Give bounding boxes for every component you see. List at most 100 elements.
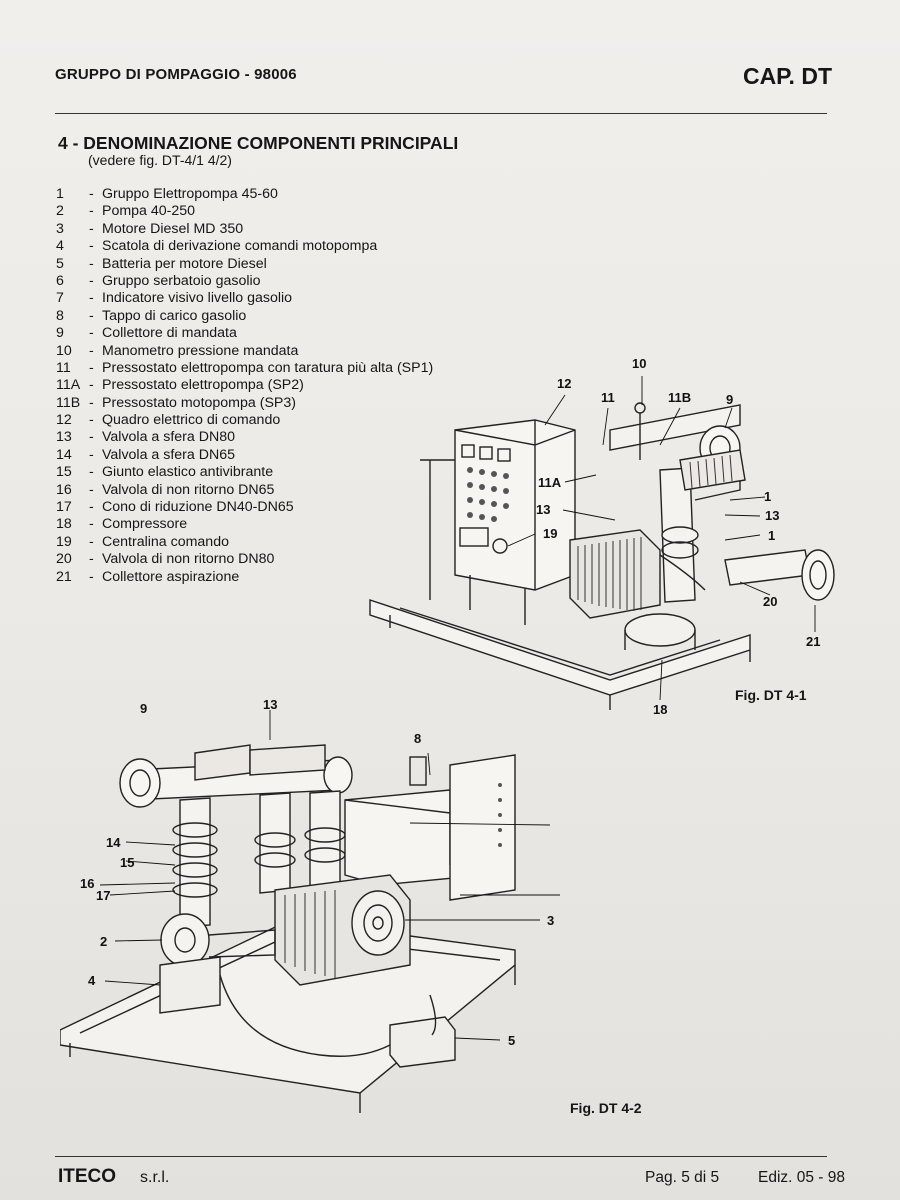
list-item: 11B-Pressostato motopompa (SP3) — [56, 395, 433, 412]
item-number: 13 — [56, 429, 72, 446]
item-label: Pompa 40-250 — [102, 203, 196, 220]
item-label: Manometro pressione mandata — [102, 342, 299, 359]
item-label: Indicatore visivo livello gasolio — [102, 290, 293, 307]
junction-box — [159, 956, 221, 1014]
item-dash: - — [89, 499, 94, 516]
item-number: 14 — [56, 446, 72, 463]
item-dash: - — [89, 255, 94, 272]
suction-pipe — [724, 549, 811, 586]
item-label: Motore Diesel MD 350 — [102, 220, 244, 237]
section-title: 4 - DENOMINAZIONE COMPONENTI PRINCIPALI — [58, 133, 459, 153]
component-list: 1-Gruppo Elettropompa 45-60 2-Pompa 40-2… — [56, 186, 433, 586]
item-dash: - — [89, 238, 94, 255]
edition-label: Ediz. 05 - 98 — [758, 1169, 846, 1186]
callout-19: 19 — [543, 526, 557, 541]
item-dash: - — [89, 394, 94, 411]
item-number: 8 — [56, 307, 64, 324]
item-dash: - — [89, 446, 94, 463]
callout-2: 2 — [100, 934, 107, 949]
figure-caption-dt-4-1: Fig. DT 4-1 — [735, 687, 807, 703]
item-number: 9 — [56, 325, 64, 342]
callout-1: 1 — [764, 489, 771, 504]
item-dash: - — [89, 377, 94, 394]
header-title: GRUPPO DI POMPAGGIO - 98006 — [55, 66, 297, 83]
item-number: 21 — [56, 568, 72, 585]
list-item: 7 -Indicatore visivo livello gasolio — [56, 290, 433, 307]
callout-13: 13 — [536, 502, 550, 517]
item-label: Quadro elettrico di comando — [102, 412, 281, 429]
list-item: 20-Valvola di non ritorno DN80 — [56, 551, 433, 568]
list-item: 18-Compressore — [56, 516, 433, 533]
discharge-manifold — [609, 404, 741, 451]
item-dash: - — [89, 359, 94, 376]
item-dash: - — [89, 429, 94, 446]
item-number: 18 — [56, 516, 72, 533]
callout-11b: 11B — [668, 390, 691, 405]
list-item: 14-Valvola a sfera DN65 — [56, 447, 433, 464]
company-suffix: s.r.l. — [140, 1169, 170, 1186]
item-number: 1 — [56, 186, 64, 202]
list-item: 2 -Pompa 40-250 — [56, 203, 433, 220]
header-chapter: CAP. DT — [742, 63, 832, 89]
item-dash: - — [89, 203, 94, 220]
item-label: Pressostato elettropompa con taratura pi… — [102, 359, 434, 376]
callout-21: 21 — [806, 634, 820, 649]
item-number: 7 — [56, 290, 64, 307]
compressor — [624, 613, 696, 647]
item-label: Gruppo Elettropompa 45-60 — [102, 186, 278, 202]
header-rule — [55, 113, 827, 114]
item-number: 11 — [56, 359, 71, 376]
callout-1b: 1 — [768, 528, 775, 543]
item-dash: - — [89, 551, 94, 568]
callout-18: 18 — [653, 702, 667, 717]
item-dash: - — [89, 412, 94, 429]
item-label: Valvola a sfera DN65 — [102, 446, 236, 463]
list-item: 1-Gruppo Elettropompa 45-60 — [56, 186, 433, 203]
item-number: 6 — [56, 272, 64, 289]
item-number: 2 — [56, 203, 64, 220]
item-label: Valvola a sfera DN80 — [102, 429, 236, 446]
callout-10: 10 — [632, 356, 646, 371]
list-item: 15-Giunto elastico antivibrante — [56, 464, 433, 481]
callout-4: 4 — [88, 973, 96, 988]
item-label: Collettore di mandata — [102, 325, 237, 342]
list-item: 11A-Pressostato elettropompa (SP2) — [56, 377, 433, 394]
callout-8: 8 — [414, 731, 421, 746]
item-dash: - — [89, 272, 94, 289]
item-number: 5 — [56, 255, 64, 272]
list-item: 3-Motore Diesel MD 350 — [56, 221, 433, 238]
callout-11: 11 — [601, 390, 615, 405]
list-item: 5 -Batteria per motore Diesel — [56, 256, 433, 273]
page-number: Pag. 5 di 5 — [645, 1169, 720, 1186]
callout-16: 16 — [80, 876, 94, 891]
item-number: 10 — [56, 342, 72, 359]
item-dash: - — [89, 481, 94, 498]
item-label: Giunto elastico antivibrante — [102, 464, 274, 481]
list-item: 13-Valvola a sfera DN80 — [56, 429, 433, 446]
callout-13: 13 — [263, 697, 277, 712]
list-item: 11 -Pressostato elettropompa con taratura… — [56, 360, 433, 377]
item-dash: - — [89, 568, 94, 585]
item-label: Centralina comando — [102, 533, 229, 550]
item-dash: - — [89, 290, 94, 307]
callout-3: 3 — [547, 913, 554, 928]
callout-17: 17 — [96, 888, 110, 903]
callout-9: 9 — [140, 701, 147, 716]
item-dash: - — [89, 325, 94, 342]
item-number: 15 — [56, 464, 72, 481]
item-number: 11A — [56, 377, 81, 394]
item-number: 3 — [56, 220, 64, 237]
item-number: 20 — [56, 551, 72, 568]
item-label: Gruppo serbatoio gasolio — [102, 272, 261, 289]
control-box — [449, 754, 516, 901]
callout-20: 20 — [763, 594, 777, 609]
list-item: 12-Quadro elettrico di comando — [56, 412, 433, 429]
item-label: Batteria per motore Diesel — [102, 255, 267, 272]
item-label: Pressostato motopompa (SP3) — [102, 394, 296, 411]
list-item: 4-Scatola di derivazione comandi motopom… — [56, 238, 433, 255]
figure-dt-4-2: 9 13 8 7 14 15 16 17 6 3 2 4 5 — [60, 697, 560, 1113]
item-label: Scatola di derivazione comandi motopompa — [102, 238, 378, 255]
item-dash: - — [89, 516, 94, 533]
callout-9: 9 — [726, 392, 733, 407]
